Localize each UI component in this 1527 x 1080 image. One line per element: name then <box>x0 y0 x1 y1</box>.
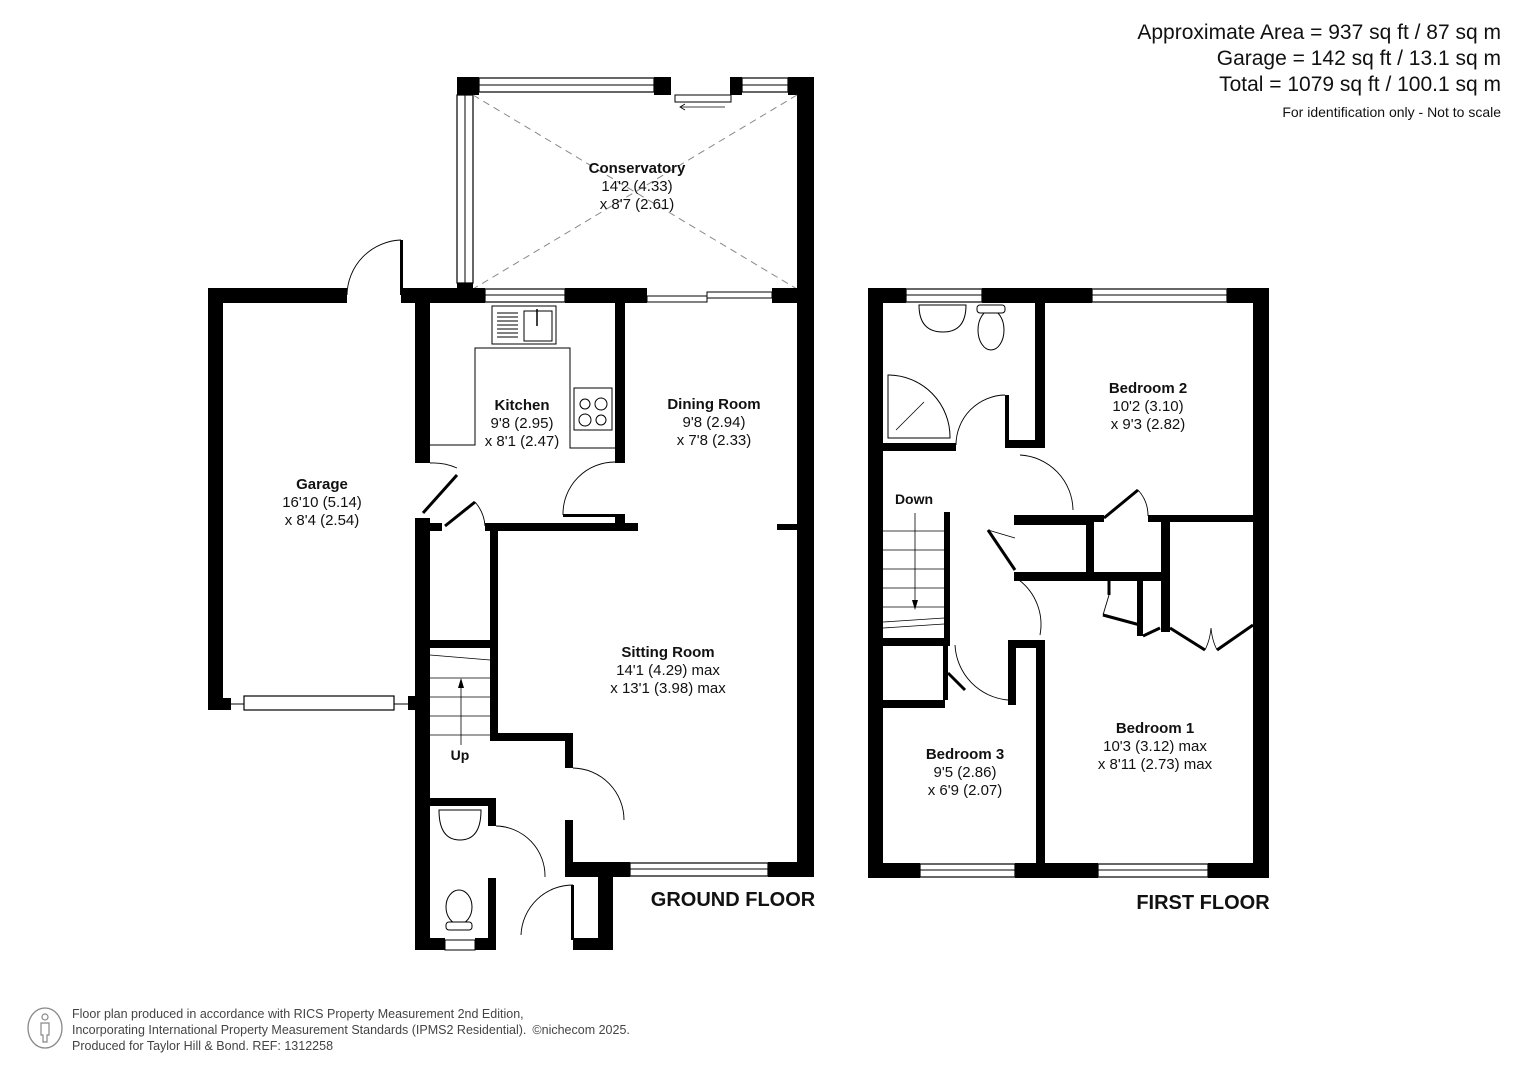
scale-disclaimer: For identification only - Not to scale <box>1282 104 1501 120</box>
person-icon <box>27 1007 63 1049</box>
garage-area: Garage = 142 sq ft / 13.1 sq m <box>1216 47 1501 70</box>
conservatory-dim2: x 8'7 (2.61) <box>600 196 675 213</box>
dining-room-name: Dining Room <box>667 396 760 413</box>
bedroom-2: Bedroom 2 10'2 (3.10) x 9'3 (2.82) <box>1014 380 1253 525</box>
stairs-up-label: Up <box>451 747 470 763</box>
bedroom-3-dim1: 9'5 (2.86) <box>934 764 997 781</box>
ground-floor-title: GROUND FLOOR <box>651 889 816 911</box>
garage-dim2: x 8'4 (2.54) <box>285 512 360 529</box>
dining-room: Dining Room 9'8 (2.94) x 7'8 (2.33) <box>646 288 814 873</box>
bedroom-3-name: Bedroom 3 <box>926 746 1004 763</box>
bedroom-1-dim2: x 8'11 (2.73) max <box>1098 756 1213 773</box>
bedroom-1-name: Bedroom 1 <box>1116 720 1194 737</box>
bedroom-1-dim1: 10'3 (3.12) max <box>1103 738 1207 755</box>
conservatory-name: Conservatory <box>589 160 686 177</box>
bedroom-2-dim1: 10'2 (3.10) <box>1112 398 1183 415</box>
bedroom-1: Bedroom 1 10'3 (3.12) max x 8'11 (2.73) … <box>1098 720 1213 773</box>
garage: Garage 16'10 (5.14) x 8'4 (2.54) <box>208 239 431 711</box>
footer-line-1: Floor plan produced in accordance with R… <box>72 1007 524 1021</box>
footer-line-3: Produced for Taylor Hill & Bond. REF: 13… <box>72 1039 334 1053</box>
cupboards <box>986 522 1254 652</box>
stairs-up: Up <box>429 640 492 763</box>
kitchen: Kitchen 9'8 (2.95) x 8'1 (2.47) <box>415 288 647 528</box>
sitting-room: Sitting Room 14'1 (4.29) max x 13'1 (3.9… <box>415 518 814 950</box>
footer-line-2: Incorporating International Property Mea… <box>72 1022 630 1038</box>
sitting-room-dim2: x 13'1 (3.98) max <box>610 680 726 697</box>
bedroom-2-dim2: x 9'3 (2.82) <box>1111 416 1186 433</box>
total-area: Total = 1079 sq ft / 100.1 sq m <box>1219 73 1501 96</box>
bedroom-3: Bedroom 3 9'5 (2.86) x 6'9 (2.07) <box>883 640 1045 863</box>
stairs-down: Down <box>882 491 950 646</box>
garage-name: Garage <box>296 476 348 493</box>
bathroom <box>883 303 1045 451</box>
first-floor-title: FIRST FLOOR <box>1136 892 1270 914</box>
kitchen-dim2: x 8'1 (2.47) <box>485 433 560 450</box>
conservatory-dim1: 14'2 (4.33) <box>601 178 672 195</box>
footer-text: Floor plan produced in accordance with R… <box>72 1006 630 1054</box>
bedroom-3-dim2: x 6'9 (2.07) <box>928 782 1003 799</box>
footer: Floor plan produced in accordance with R… <box>26 1006 630 1054</box>
kitchen-name: Kitchen <box>494 397 549 414</box>
wc <box>430 798 613 951</box>
bedroom-2-name: Bedroom 2 <box>1109 380 1187 397</box>
ground-floor-plan: Conservatory 14'2 (4.33) x 8'7 (2.61) Ga… <box>208 77 816 951</box>
area-summary: Approximate Area = 937 sq ft / 87 sq m G… <box>1137 20 1501 122</box>
dining-room-dim1: 9'8 (2.94) <box>683 414 746 431</box>
stairs-down-label: Down <box>895 491 933 507</box>
conservatory: Conservatory 14'2 (4.33) x 8'7 (2.61) <box>456 77 814 303</box>
kitchen-dim1: 9'8 (2.95) <box>491 415 554 432</box>
footer-line-2-text: Incorporating International Property Mea… <box>72 1023 527 1037</box>
sitting-room-dim1: 14'1 (4.29) max <box>616 662 720 679</box>
sitting-room-name: Sitting Room <box>621 644 714 661</box>
first-floor-plan: Down Bedroom 2 10'2 (3.10) x 9'3 (2.82) <box>868 288 1270 914</box>
copyright: ©nichecom 2025. <box>532 1023 630 1037</box>
approximate-area: Approximate Area = 937 sq ft / 87 sq m <box>1137 21 1501 44</box>
dining-room-dim2: x 7'8 (2.33) <box>677 432 752 449</box>
garage-dim1: 16'10 (5.14) <box>282 494 362 511</box>
